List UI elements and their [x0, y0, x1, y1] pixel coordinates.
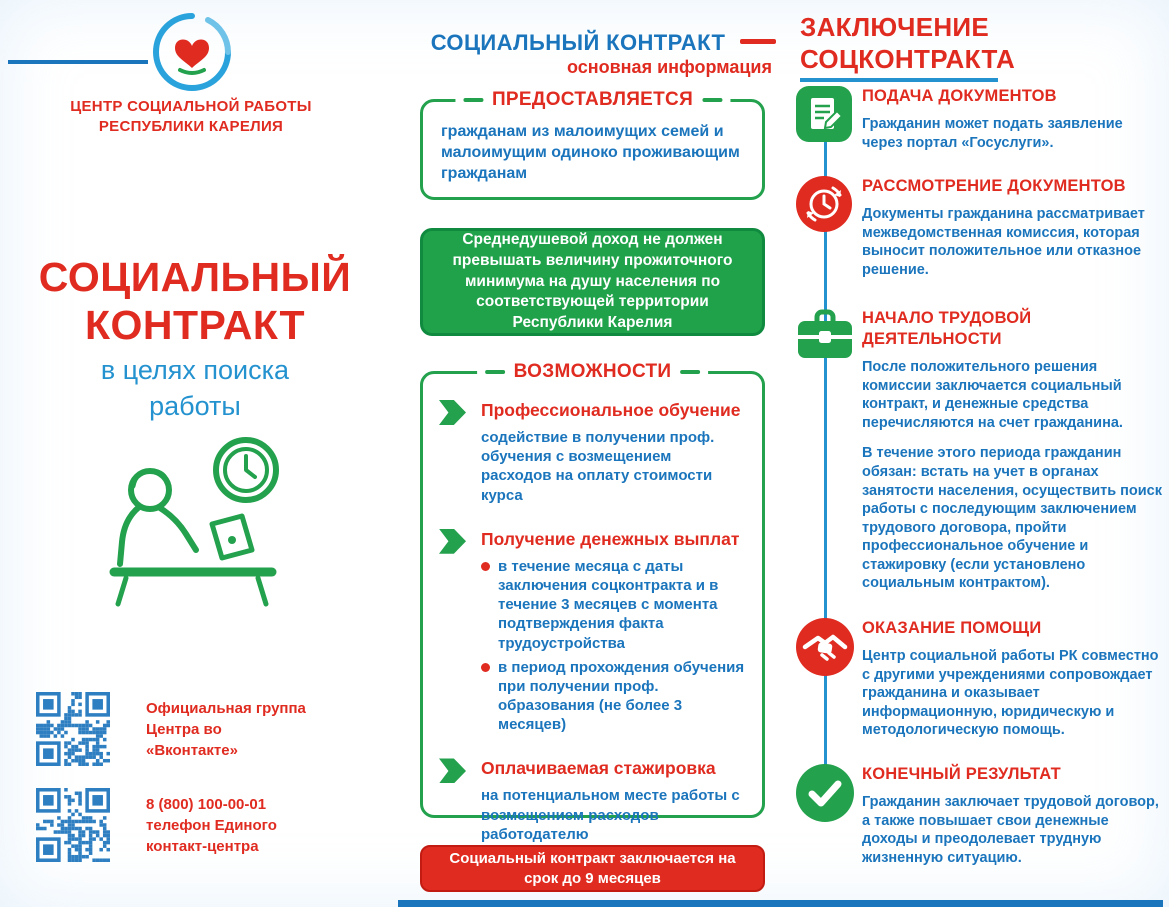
worker-clock-icon — [109, 437, 279, 607]
step-text: Гражданин может подать заявление через п… — [862, 116, 1123, 151]
duration-note-box: Социальный контракт заключается на срок … — [420, 845, 765, 892]
provided-box: ПРЕДОСТАВЛЯЕТСЯ гражданам из малоимущих … — [420, 89, 765, 200]
bullet-dot-icon — [481, 561, 490, 571]
step-title: РАССМОТРЕНИЕ ДОКУМЕНТОВ — [862, 177, 1126, 195]
right-header-underline — [800, 78, 998, 82]
opportunity-heading: Профессиональное обучение — [481, 400, 741, 420]
step-employment-start: НАЧАЛО ТРУДОВОЙ ДЕЯТЕЛЬНОСТИ После полож… — [796, 308, 1166, 605]
step-review: РАССМОТРЕНИЕ ДОКУМЕНТОВ Документы гражда… — [796, 176, 1166, 291]
qr-code-vk-icon — [36, 692, 110, 766]
phone-number: 8 (800) 100-00-01 — [146, 795, 267, 813]
opportunities-box: ВОЗМОЖНОСТИ Профессиональное обучение со… — [420, 361, 765, 843]
step-text: Гражданин заключает трудовой договор, а … — [862, 794, 1159, 866]
chip-dash-left — [462, 98, 483, 102]
income-note-text: Среднедушевой доход не должен превышать … — [452, 231, 733, 331]
middle-header-subtitle: основная информация — [566, 57, 772, 77]
qr-phone-label: 8 (800) 100-00-01 телефон Единого контак… — [146, 794, 311, 857]
opportunity-item-internship: Оплачиваемая стажировка на потенциальном… — [437, 758, 746, 844]
step-title: НАЧАЛО ТРУДОВОЙ ДЕЯТЕЛЬНОСТИ — [862, 309, 1032, 349]
org-logo — [150, 10, 234, 94]
opportunities-title-text: ВОЗМОЖНОСТИ — [513, 361, 672, 382]
bullet-text: в течение месяца с даты заключения соцко… — [498, 557, 719, 652]
arrow-icon — [439, 400, 466, 425]
header-red-dash — [740, 39, 776, 44]
step-title: ОКАЗАНИЕ ПОМОЩИ — [862, 619, 1042, 637]
main-title: СОЦИАЛЬНЫЙ КОНТРАКТ — [38, 254, 352, 349]
chip-dash-right — [702, 98, 723, 102]
opportunity-text: содействие в получении проф. обучения с … — [481, 429, 715, 504]
middle-header-title: СОЦИАЛЬНЫЙ КОНТРАКТ — [430, 30, 726, 55]
list-item: в период прохождения обучения при получе… — [481, 658, 746, 735]
step-assistance: ОКАЗАНИЕ ПОМОЩИ Центр социальной работы … — [796, 618, 1166, 752]
main-subtitle: в целях поиска работы — [100, 355, 290, 422]
top-left-divider — [8, 60, 148, 64]
org-name: ЦЕНТР СОЦИАЛЬНОЙ РАБОТЫ РЕСПУБЛИКИ КАРЕЛ… — [70, 98, 312, 136]
step-title: КОНЕЧНЫЙ РЕЗУЛЬТАТ — [862, 765, 1061, 783]
step-note-text: встать на учет в органах занятости насел… — [862, 463, 1162, 592]
bullet-text: в период прохождения обучения при получе… — [498, 658, 745, 734]
review-icon — [796, 176, 854, 234]
step-body: НАЧАЛО ТРУДОВОЙ ДЕЯТЕЛЬНОСТИ После полож… — [862, 308, 1162, 593]
bullet-dot-icon — [481, 662, 490, 672]
chip-dash-left — [484, 370, 505, 374]
check-icon — [796, 764, 854, 822]
opportunity-heading: Оплачиваемая стажировка — [481, 758, 716, 779]
step-text: Центр социальной работы РК совместно с д… — [862, 648, 1159, 739]
qr-vk-block: Официальная группа Центра во «Вконтакте» — [36, 692, 356, 766]
step-title: ПОДАЧА ДОКУМЕНТОВ — [862, 87, 1057, 105]
qr-code-phone-icon — [36, 788, 110, 862]
step-body: ПОДАЧА ДОКУМЕНТОВ Гражданин может подать… — [862, 86, 1162, 152]
qr-phone-block: 8 (800) 100-00-01 телефон Единого контак… — [36, 788, 356, 862]
opportunity-text: на потенциальном месте работы с возмещен… — [481, 787, 740, 843]
arrow-icon — [439, 528, 466, 554]
briefcase-icon — [796, 308, 854, 366]
bottom-blue-bar — [398, 900, 1163, 907]
phone-caption: телефон Единого контакт-центра — [146, 816, 277, 855]
worker-at-laptop-illustration — [100, 428, 290, 613]
qr-vk-label: Официальная группа Центра во «Вконтакте» — [146, 699, 306, 759]
step-text: Документы гражданина рассматривает межве… — [862, 206, 1145, 278]
step-body: ОКАЗАНИЕ ПОМОЩИ Центр социальной работы … — [862, 618, 1162, 740]
chip-dash-right — [680, 370, 701, 374]
provided-box-title: ПРЕДОСТАВЛЯЕТСЯ — [454, 89, 731, 111]
step-body: РАССМОТРЕНИЕ ДОКУМЕНТОВ Документы гражда… — [862, 176, 1162, 279]
provided-title-text: ПРЕДОСТАВЛЯЕТСЯ — [491, 89, 694, 110]
right-header-line1: ЗАКЛЮЧЕНИЕ — [800, 12, 990, 42]
opportunity-item-training: Профессиональное обучение содействие в п… — [437, 400, 746, 505]
payments-bullet-list: в течение месяца с даты заключения соцко… — [481, 557, 746, 735]
timeline-line — [824, 98, 827, 802]
handshake-icon — [796, 618, 854, 676]
right-header: ЗАКЛЮЧЕНИЕ СОЦКОНТРАКТА — [800, 12, 1100, 75]
opportunities-box-title: ВОЗМОЖНОСТИ — [476, 361, 709, 383]
step-submission: ПОДАЧА ДОКУМЕНТОВ Гражданин может подать… — [796, 86, 1166, 164]
step-body: КОНЕЧНЫЙ РЕЗУЛЬТАТ Гражданин заключает т… — [862, 764, 1162, 867]
step-note: В течение этого периода гражданин обязан… — [862, 444, 1162, 592]
provided-text: гражданам из малоимущих семей и малоимущ… — [441, 123, 740, 182]
opportunity-heading: Получение денежных выплат — [481, 528, 740, 549]
document-icon — [796, 86, 854, 144]
duration-note-text: Социальный контракт заключается на срок … — [449, 850, 736, 887]
step-final-result: КОНЕЧНЫЙ РЕЗУЛЬТАТ Гражданин заключает т… — [796, 764, 1166, 879]
heart-logo-icon — [153, 13, 231, 91]
right-header-line2: СОЦКОНТРАКТА — [800, 43, 1016, 74]
opportunity-item-payments: Получение денежных выплат в течение меся… — [437, 528, 746, 735]
income-note-box: Среднедушевой доход не должен превышать … — [420, 228, 765, 336]
list-item: в течение месяца с даты заключения соцко… — [481, 557, 746, 653]
arrow-icon — [439, 758, 466, 784]
step-text: После положительного решения комиссии за… — [862, 359, 1123, 431]
step-note-bold: В течение этого периода гражданин обязан… — [862, 445, 1122, 480]
